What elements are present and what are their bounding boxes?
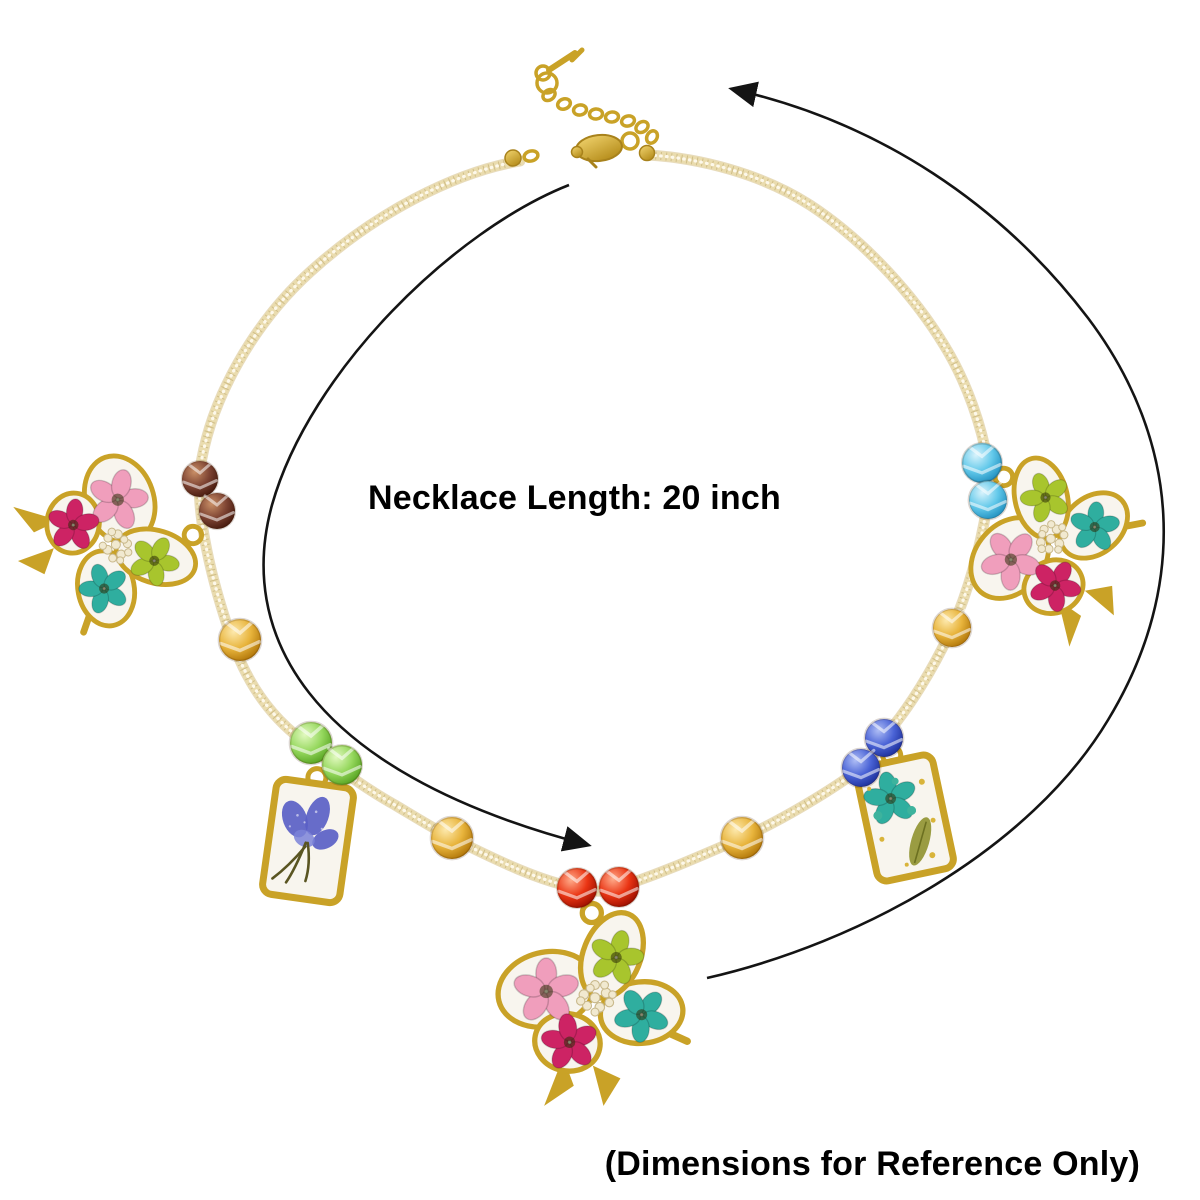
bead-amber bbox=[217, 617, 263, 663]
bead-aqua bbox=[967, 479, 1009, 521]
butterfly-charm-bottom bbox=[490, 903, 687, 1106]
rect-flower-charm-left bbox=[261, 763, 356, 904]
butterfly-charm-left bbox=[9, 441, 209, 637]
bead-green bbox=[320, 743, 364, 787]
bead-brown bbox=[197, 491, 237, 531]
bead-royal-blue bbox=[863, 717, 905, 759]
bead-red bbox=[597, 865, 641, 909]
bead-amber bbox=[429, 815, 475, 861]
bead-aqua bbox=[960, 441, 1004, 485]
disclaimer-annotation: (Dimensions for Reference Only) bbox=[604, 1145, 1140, 1183]
bead-amber bbox=[931, 607, 973, 649]
bead-red bbox=[555, 866, 599, 910]
curved-arrow-outer-icon bbox=[706, 81, 1166, 980]
curved-arrow-inner-icon bbox=[262, 183, 592, 852]
length-annotation: Necklace Length: 20 inch bbox=[368, 479, 781, 517]
rect-flower-charm-right bbox=[852, 738, 956, 882]
lobster-clasp bbox=[504, 131, 656, 169]
clasp-and-extender bbox=[504, 47, 660, 169]
bead-amber bbox=[719, 815, 765, 861]
charms bbox=[9, 420, 1177, 1106]
bead-royal-blue bbox=[840, 747, 882, 789]
measurement-arrows bbox=[262, 81, 1166, 980]
extender-chain bbox=[534, 47, 660, 145]
accent-beads bbox=[180, 441, 1009, 910]
bead-green bbox=[288, 720, 334, 766]
bead-brown bbox=[180, 459, 220, 499]
